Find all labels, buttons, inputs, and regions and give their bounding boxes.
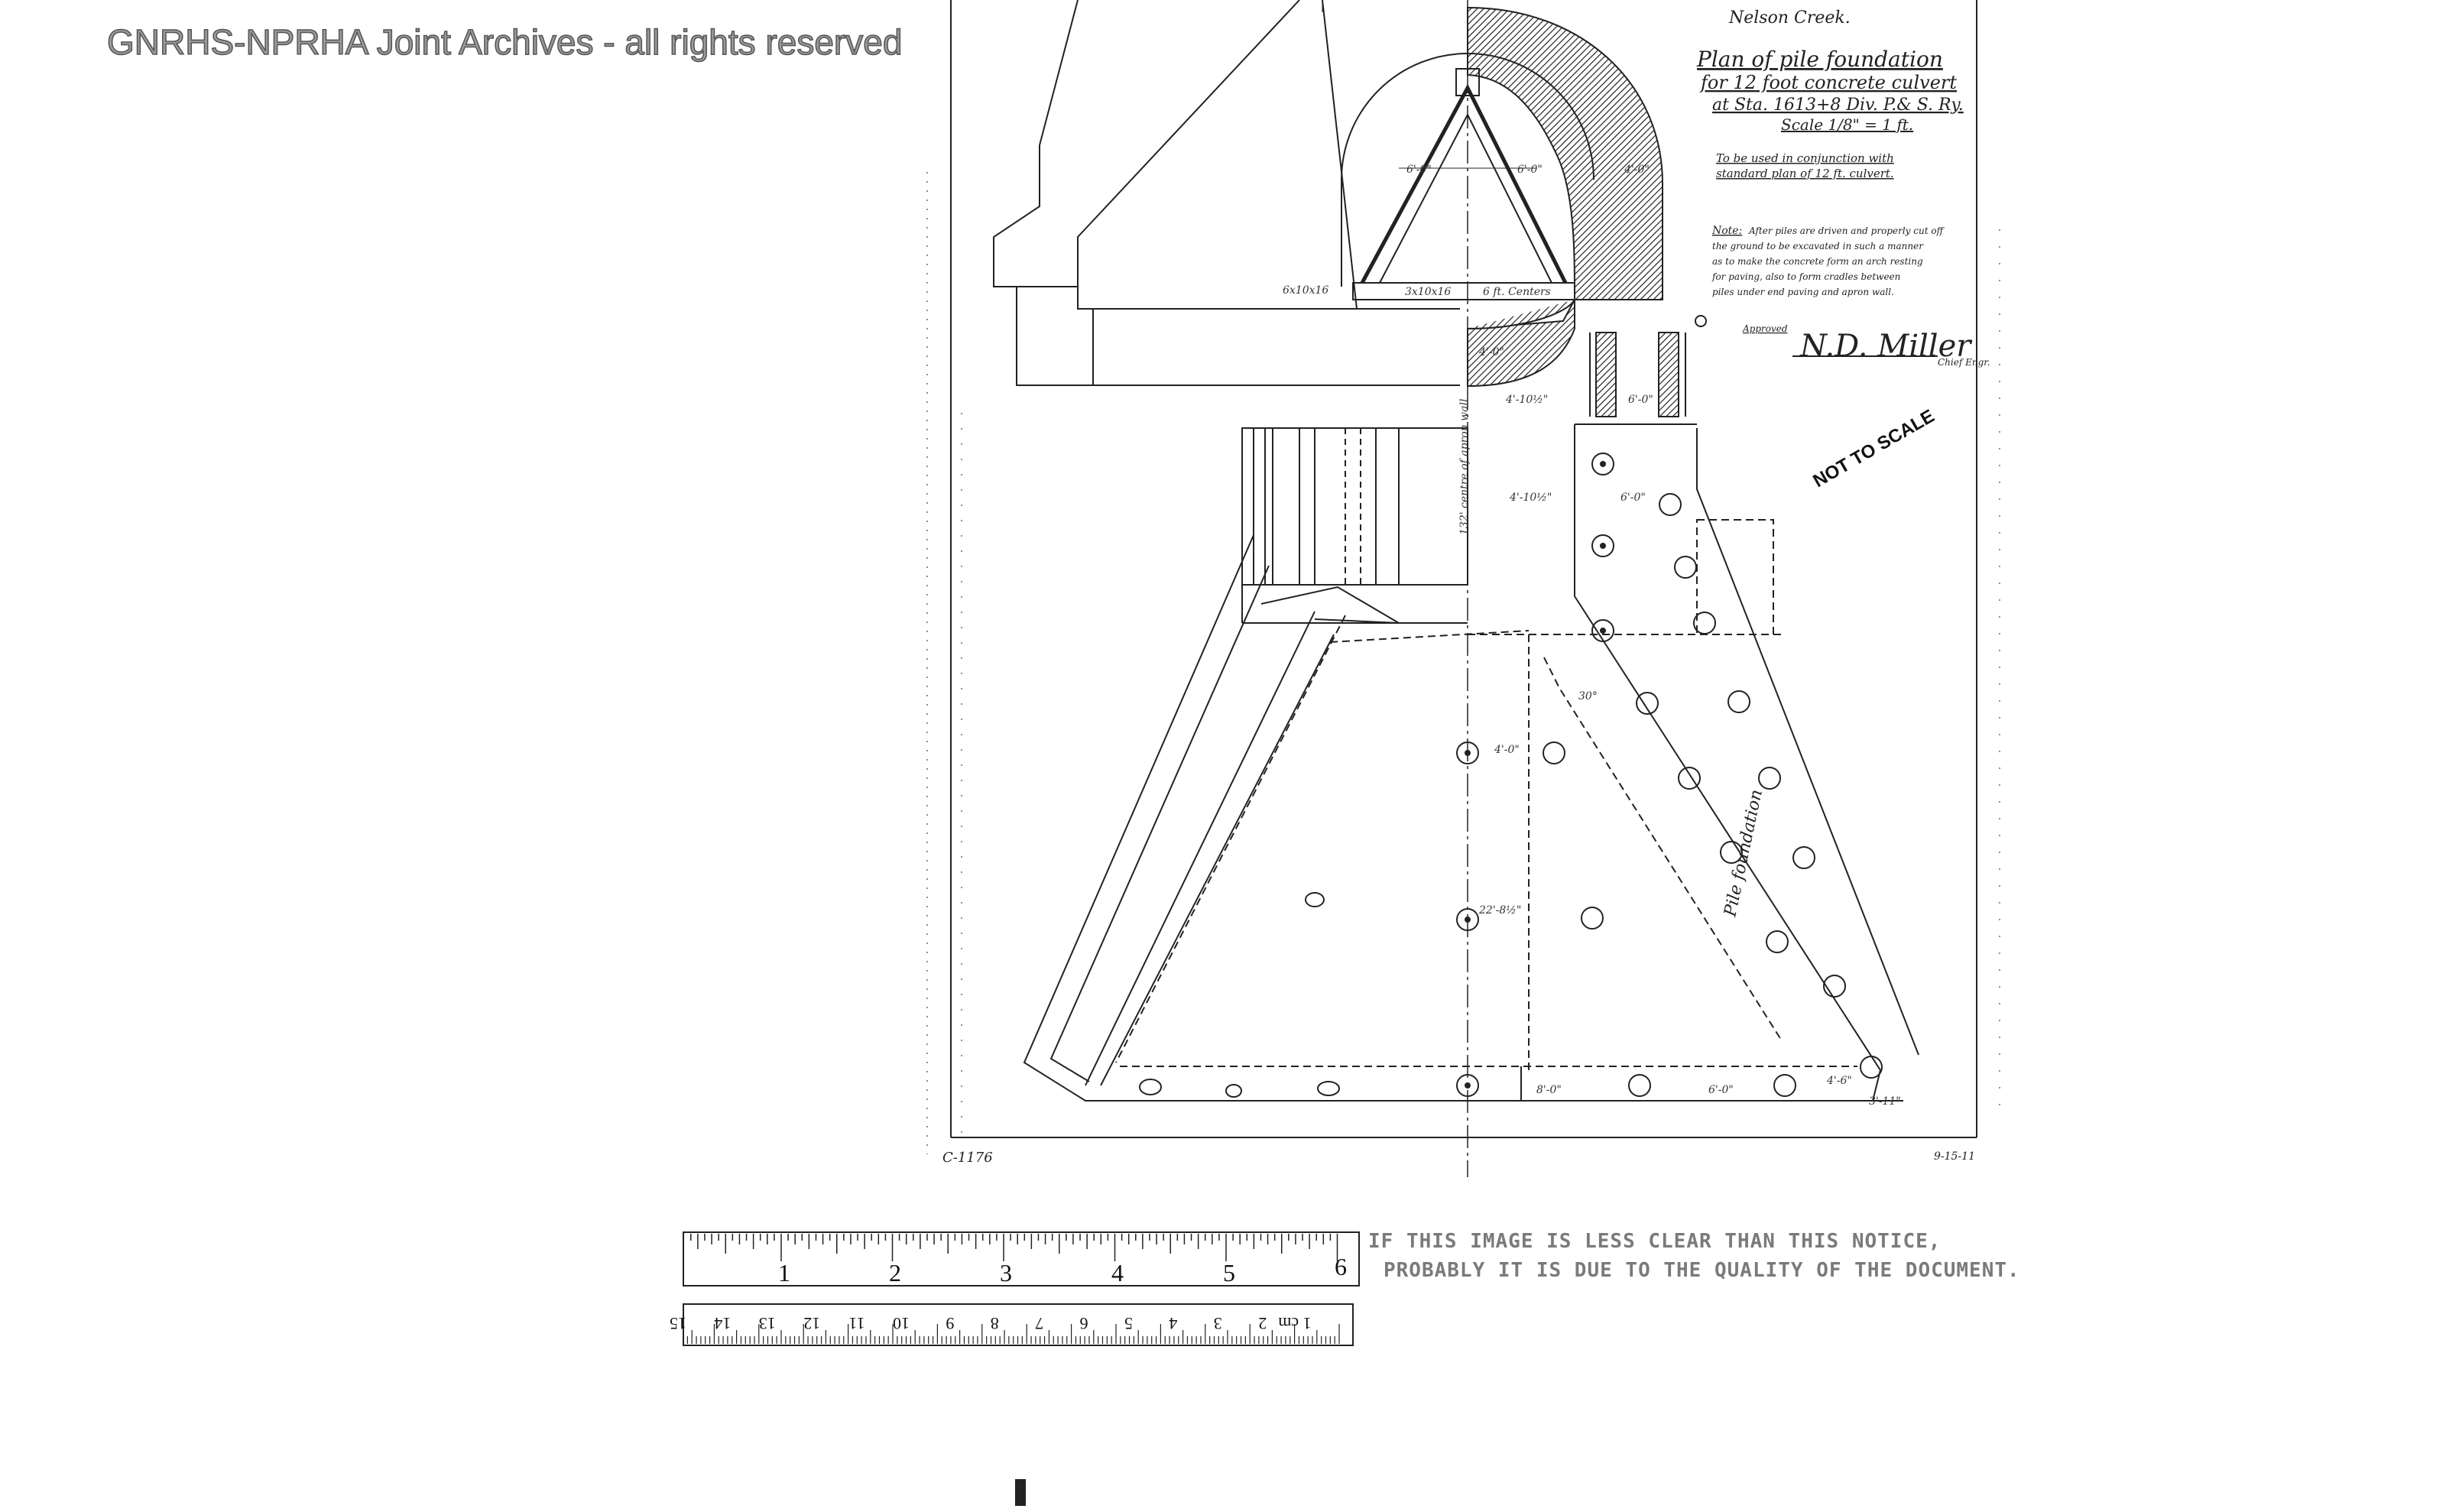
plan-dimensions: 4'-10½" 6'-0" 4'-10½" 6'-0" 30° 4'-0" 22… (1458, 346, 1901, 1108)
cm-label: 9 (946, 1314, 954, 1333)
not-to-scale-label: NOT TO SCALE (1810, 406, 1938, 492)
side-label: Pile foundation (1721, 788, 1766, 920)
dim-plan-f: 22'-8½" (1478, 904, 1521, 917)
dim-plan-j: 3'-11" (1869, 1095, 1901, 1108)
pile-section (1589, 315, 1707, 417)
stamp-line-1: IF THIS IMAGE IS LESS CLEAR THAN THIS NO… (1368, 1230, 1941, 1253)
dim-timber-a: 6x10x16 (1283, 284, 1328, 297)
dim-right-arch: 6'-0" (1517, 164, 1543, 176)
note-line-1: After piles are driven and properly cut … (1748, 226, 1945, 236)
cm-label: 3 (1214, 1314, 1222, 1333)
note-line-5: piles under end paving and apron wall. (1712, 287, 1894, 297)
cm-label: 14 (714, 1314, 731, 1333)
cm-label: 4 (1169, 1314, 1177, 1333)
stamp-line-2: PROBABLY IT IS DUE TO THE QUALITY OF THE… (1384, 1259, 2020, 1282)
inch-label-3: 3 (1000, 1259, 1012, 1286)
cm-label: 11 (848, 1314, 865, 1333)
dim-plan-c: 4'-10½" (1509, 492, 1552, 504)
title-scale: Scale 1/8" = 1 ft. (1781, 115, 1913, 134)
scan-mark (1015, 1479, 1026, 1506)
cm-ruler: 1 cm 2 3 4 5 6 7 8 9 10 11 12 13 14 15 (670, 1303, 1354, 1346)
dim-arch-depth: 4'-0" (1624, 164, 1650, 176)
cm-label: 8 (991, 1314, 999, 1333)
dim-centers: 6 ft. Centers (1483, 286, 1551, 298)
inch-ruler: 1 2 3 4 5 6 (683, 1231, 1360, 1286)
dim-plan-b: 6'-0" (1628, 394, 1653, 406)
archive-watermark: GNRHS-NPRHA Joint Archives - all rights … (106, 21, 903, 63)
inch-label-4: 4 (1111, 1259, 1124, 1286)
drawing-number: C-1176 (942, 1150, 993, 1166)
note-line-3: as to make the concrete form an arch res… (1712, 256, 1923, 267)
cm-label: 12 (803, 1314, 820, 1333)
title-block: Nelson Creek. Plan of pile foundation fo… (942, 8, 1990, 1166)
cm-label: 5 (1124, 1314, 1133, 1333)
cm-label: 13 (759, 1314, 776, 1333)
dim-plan-d: 6'-0" (1620, 492, 1646, 504)
dim-plan-e: 4'-0" (1494, 744, 1520, 756)
title-line-1: Plan of pile foundation (1696, 47, 1943, 72)
quality-stamp: IF THIS IMAGE IS LESS CLEAR THAN THIS NO… (1368, 1230, 2020, 1282)
pile-plan (1139, 453, 1883, 1098)
dim-angle: 30° (1578, 690, 1598, 702)
title-location: Nelson Creek. (1728, 8, 1851, 28)
inch-label-6: 6 (1335, 1253, 1347, 1280)
cm-label: 2 (1258, 1314, 1267, 1333)
dim-plan-a: 4'-10½" (1505, 394, 1548, 406)
inch-label-2: 2 (889, 1259, 901, 1286)
dim-plan-g: 8'-0" (1536, 1084, 1562, 1096)
arch-section: 6'-0" 6'-0" 6x10x16 3x10x16 6 ft. Center… (1283, 6, 1663, 388)
corner-mark: 9-15-11 (1934, 1150, 1975, 1163)
cm-label: 15 (670, 1314, 686, 1333)
dim-apron-note: 132' centre of apron wall (1458, 399, 1471, 535)
dim-plan-i: 4'-6" (1826, 1075, 1852, 1087)
title-line-3: at Sta. 1613+8 Div. P.& S. Ry. (1712, 96, 1964, 115)
title-line-2: for 12 foot concrete culvert (1699, 72, 1957, 93)
culvert-elevation (993, 0, 1460, 386)
usage-note-2: standard plan of 12 ft. culvert. (1716, 167, 1894, 180)
inch-label-1: 1 (778, 1259, 790, 1286)
inch-label-5: 5 (1223, 1259, 1235, 1286)
approval-signature: N.D. Miller (1799, 329, 1973, 364)
dim-plan-h: 6'-0" (1708, 1084, 1734, 1096)
barrel-plan (1241, 427, 1530, 643)
dim-left-arch: 6'-0" (1406, 164, 1432, 176)
signature-title: Chief Engr. (1938, 357, 1990, 368)
sheet-border (926, 0, 2000, 1154)
note-line-2: the ground to be excavated in such a man… (1712, 241, 1924, 251)
dim-timber-b: 3x10x16 (1405, 286, 1451, 298)
note-label: Note: (1711, 225, 1742, 237)
cm-label: 10 (893, 1314, 910, 1333)
cm-label: 7 (1035, 1314, 1043, 1333)
note-line-4: for paving, also to form cradles between (1711, 271, 1900, 282)
dim-plan-k: 4'-0" (1478, 346, 1504, 359)
cm-label: 6 (1080, 1314, 1088, 1333)
usage-note-1: To be used in conjunction with (1716, 151, 1894, 165)
cm-label: 1 cm (1278, 1314, 1311, 1333)
approved-label: Approved (1742, 323, 1788, 334)
apron-plan (1023, 423, 1919, 1102)
